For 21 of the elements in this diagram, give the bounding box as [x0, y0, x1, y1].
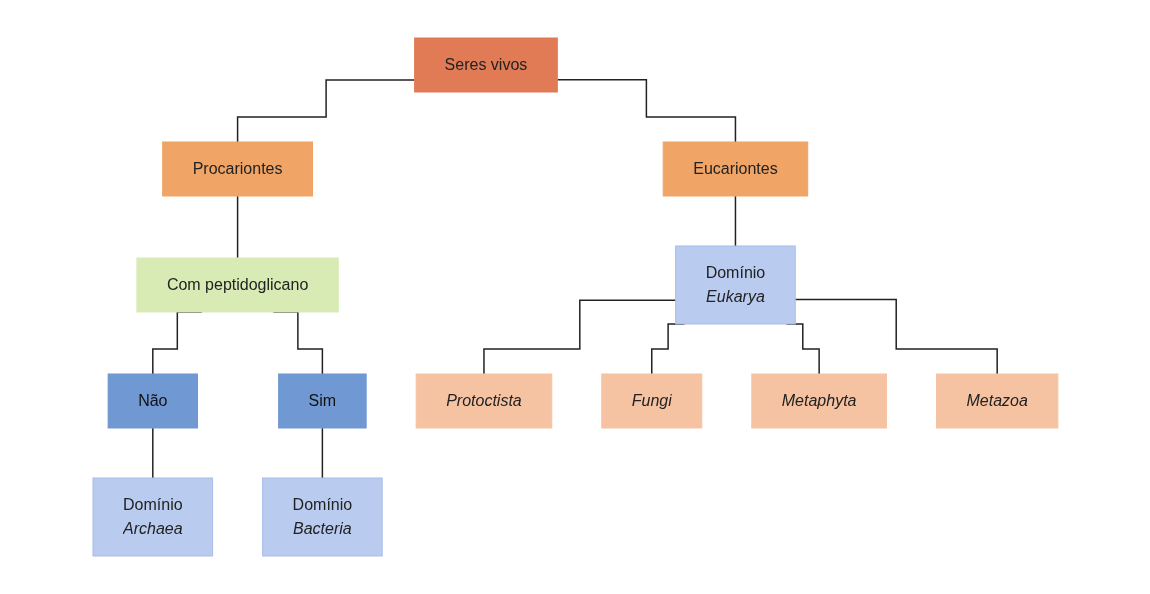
node-box: Não	[107, 373, 198, 429]
connector	[321, 427, 323, 479]
node-box: Seres vivos	[413, 37, 558, 93]
node-box: Sim	[277, 373, 367, 429]
node-box: Com peptidoglicano	[135, 257, 339, 313]
node-box: Domínio Eukarya	[674, 245, 796, 325]
node-box: Fungi	[600, 373, 702, 429]
node-box: Protoctista	[415, 373, 552, 429]
node-box: Procariontes	[161, 141, 313, 197]
connector	[482, 299, 676, 375]
node-box: Domínio Bacteria	[261, 477, 383, 557]
node-box: Metazoa	[935, 373, 1058, 429]
connector	[556, 79, 736, 143]
node-box: Metaphyta	[750, 373, 887, 429]
connector	[236, 195, 238, 259]
connector	[734, 195, 736, 247]
connector	[236, 79, 415, 143]
connector	[151, 427, 154, 479]
node-box: Domínio Archaea	[92, 477, 213, 557]
node-box: Eucariontes	[662, 141, 808, 197]
connector	[794, 298, 998, 375]
